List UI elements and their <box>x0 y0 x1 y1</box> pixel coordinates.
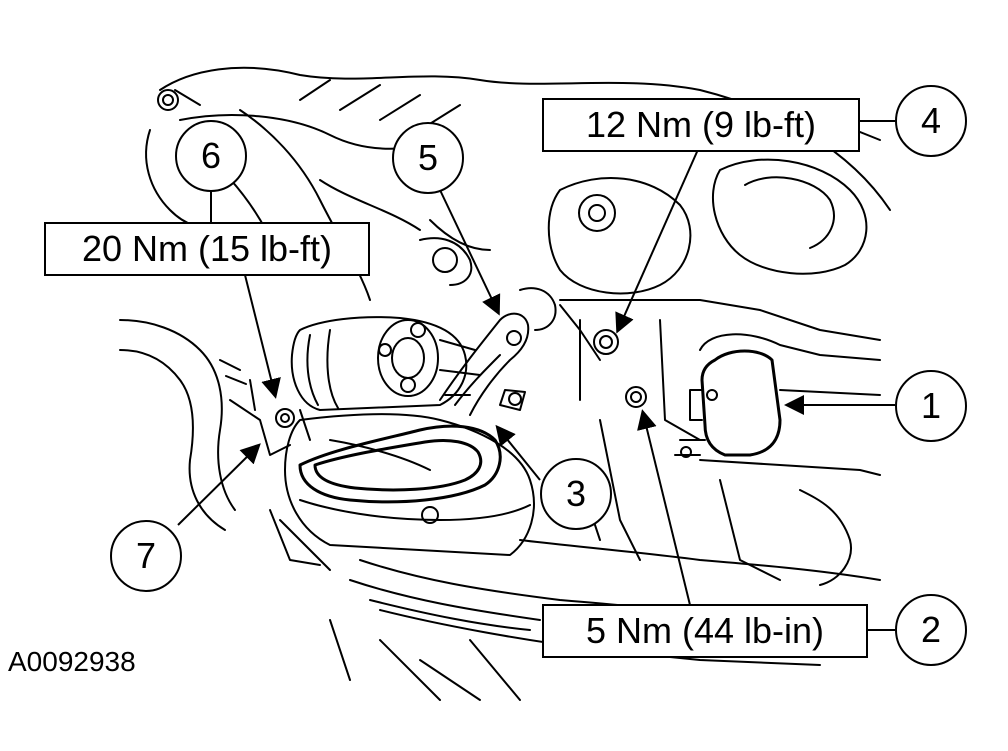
callout-5: 5 <box>392 122 464 194</box>
callout-6: 6 <box>175 120 247 192</box>
torque-spec-5nm-label: 5 Nm (44 lb-in) <box>542 604 868 658</box>
callout-3: 3 <box>540 458 612 530</box>
leader-lines <box>177 120 895 631</box>
torque-spec-12nm-label: 12 Nm (9 lb-ft) <box>542 98 860 152</box>
torque-spec-20nm-label: 20 Nm (15 lb-ft) <box>44 222 370 276</box>
callout-1: 1 <box>895 370 967 442</box>
callout-4: 4 <box>895 85 967 157</box>
callout-7: 7 <box>110 520 182 592</box>
callout-2: 2 <box>895 594 967 666</box>
figure-id-label: A0092938 <box>8 646 136 677</box>
